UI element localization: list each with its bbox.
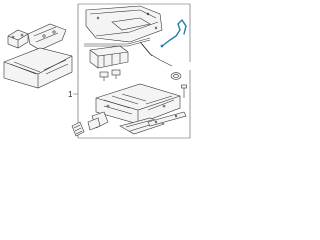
- battery-tray-part: [3, 47, 73, 89]
- wire-part: [139, 41, 173, 67]
- callout-1: 1: [68, 90, 78, 99]
- bolt-part: [181, 84, 187, 98]
- small-bracket-part: [7, 29, 29, 49]
- battery-module-part: [89, 45, 129, 69]
- parts-diagram: 1: [3, 3, 191, 139]
- highlighted-wire-harness: [160, 19, 187, 48]
- callout-label-1: 1: [68, 90, 73, 99]
- battery-cover-part: [85, 5, 163, 43]
- gasket-part: [84, 37, 151, 47]
- mount-bracket-part: [71, 117, 101, 137]
- lower-frame-part: [95, 83, 181, 125]
- assembly-frame: [77, 3, 191, 139]
- connector-part: [99, 69, 121, 81]
- grommet-part: [170, 72, 182, 80]
- cross-bar-part: [147, 111, 187, 127]
- bracket-plate-part: [27, 23, 67, 51]
